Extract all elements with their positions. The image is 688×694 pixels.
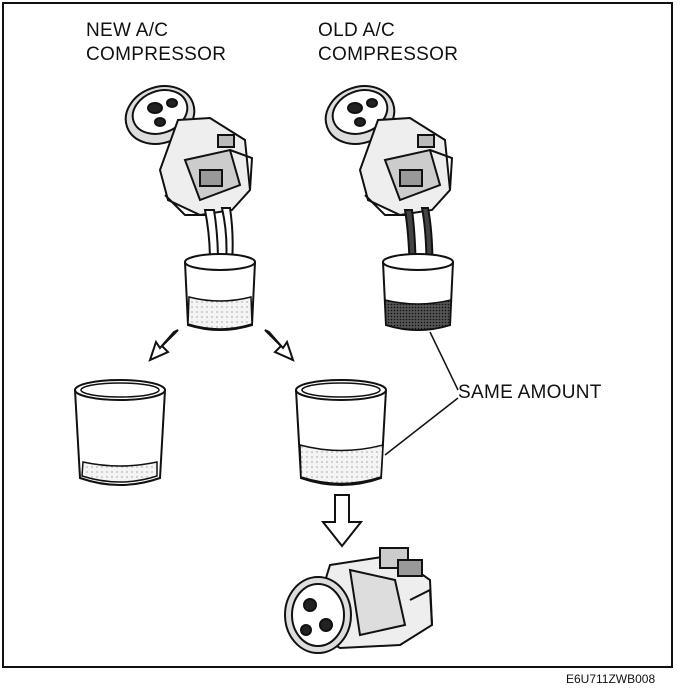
new-compressor-icon — [124, 85, 254, 263]
same-amount-beaker-icon — [295, 379, 387, 486]
figure-frame — [2, 2, 673, 668]
old-compressor-label-line1: OLD A/C — [318, 20, 396, 41]
down-left-arrow-icon — [148, 329, 179, 362]
figure-code: E6U711ZWB008 — [566, 672, 656, 686]
excess-oil-beaker-icon — [74, 379, 166, 486]
same-amount-leader-lines — [384, 331, 459, 456]
down-right-arrow-icon — [264, 329, 295, 362]
new-compressor-label-line2: COMPRESSOR — [86, 44, 227, 65]
down-arrow-icon — [320, 494, 364, 548]
installed-compressor-icon — [284, 547, 434, 654]
same-amount-label: SAME AMOUNT — [458, 382, 602, 403]
old-compressor-label-line2: COMPRESSOR — [318, 44, 459, 65]
new-compressor-label-line1: NEW A/C — [86, 20, 169, 41]
old-oil-beaker-icon — [382, 253, 454, 331]
new-oil-beaker-icon — [184, 253, 256, 331]
